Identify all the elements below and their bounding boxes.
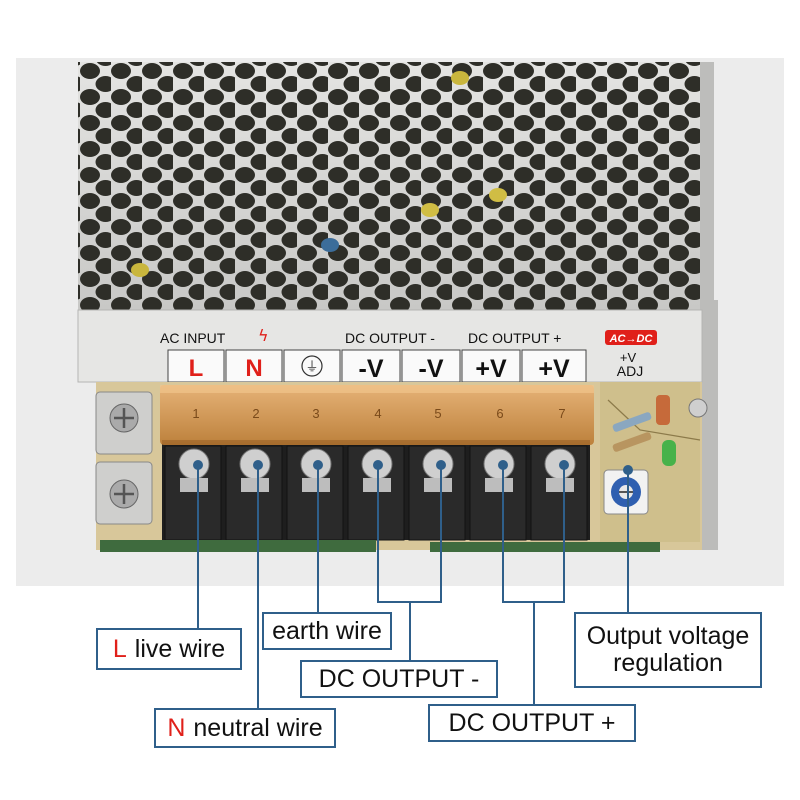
dc-output-plus-text: DC OUTPUT + (448, 708, 616, 737)
dc-output-minus-text: DC OUTPUT - (318, 664, 480, 693)
callout-dc-output-plus: DC OUTPUT + (428, 704, 636, 742)
acdc-badge: AC→DC (609, 333, 654, 345)
label-panel: AC INPUT ϟ DC OUTPUT - DC OUTPUT + AC→DC… (77, 309, 703, 383)
neutral-wire-text: neutral wire (193, 713, 323, 742)
ac-input-label: AC INPUT (160, 330, 226, 346)
terminal-label-minus-v-2: -V (419, 355, 444, 383)
pcb-strip (100, 540, 376, 552)
callout-neutral-wire: N neutral wire (154, 708, 336, 748)
adj-line2-text: regulation (613, 649, 723, 677)
terminal-label-l: L (189, 355, 204, 382)
case-side (700, 300, 718, 550)
terminal-number: 1 (192, 406, 199, 421)
live-letter: L (112, 634, 127, 663)
terminal-label-plus-v-2: +V (538, 355, 570, 383)
terminal-label-n: N (245, 355, 262, 382)
terminal-block (162, 440, 590, 541)
dc-output-plus-label: DC OUTPUT + (468, 330, 561, 346)
adj-bottom-label: ADJ (617, 363, 643, 379)
perforated-case-top (78, 62, 714, 310)
terminal-number: 5 (434, 406, 441, 421)
neutral-letter: N (167, 713, 186, 742)
leader-lines (193, 460, 633, 708)
adj-line1-text: Output voltage (586, 621, 750, 650)
terminal-number: 3 (312, 406, 319, 421)
callout-dc-output-minus: DC OUTPUT - (300, 660, 498, 698)
terminal-label-plus-v-1: +V (475, 355, 507, 383)
led-indicator (662, 440, 676, 466)
left-bracket (95, 391, 153, 525)
terminal-number: 6 (496, 406, 503, 421)
earth-wire-text: earth wire (272, 616, 382, 645)
terminal-number: 7 (558, 406, 565, 421)
terminal-number: 2 (252, 406, 259, 421)
dc-output-minus-label: DC OUTPUT - (345, 330, 435, 346)
earth-ground-icon (301, 355, 323, 377)
adj-top-label: +V (620, 350, 637, 365)
callout-output-voltage-regulation: Output voltage regulation (574, 612, 762, 688)
lightning-icon: ϟ (258, 326, 269, 345)
terminal-label-ground: ⏚ (305, 360, 318, 375)
terminal-label-minus-v-1: -V (359, 355, 384, 383)
live-wire-text: live wire (134, 634, 226, 663)
terminal-cover: 1 2 3 4 5 6 7 (160, 385, 594, 445)
callout-live-wire: L live wire (96, 628, 242, 670)
terminal-number: 4 (374, 406, 381, 421)
callout-earth-wire: earth wire (262, 612, 392, 650)
pcb-strip (430, 542, 660, 552)
